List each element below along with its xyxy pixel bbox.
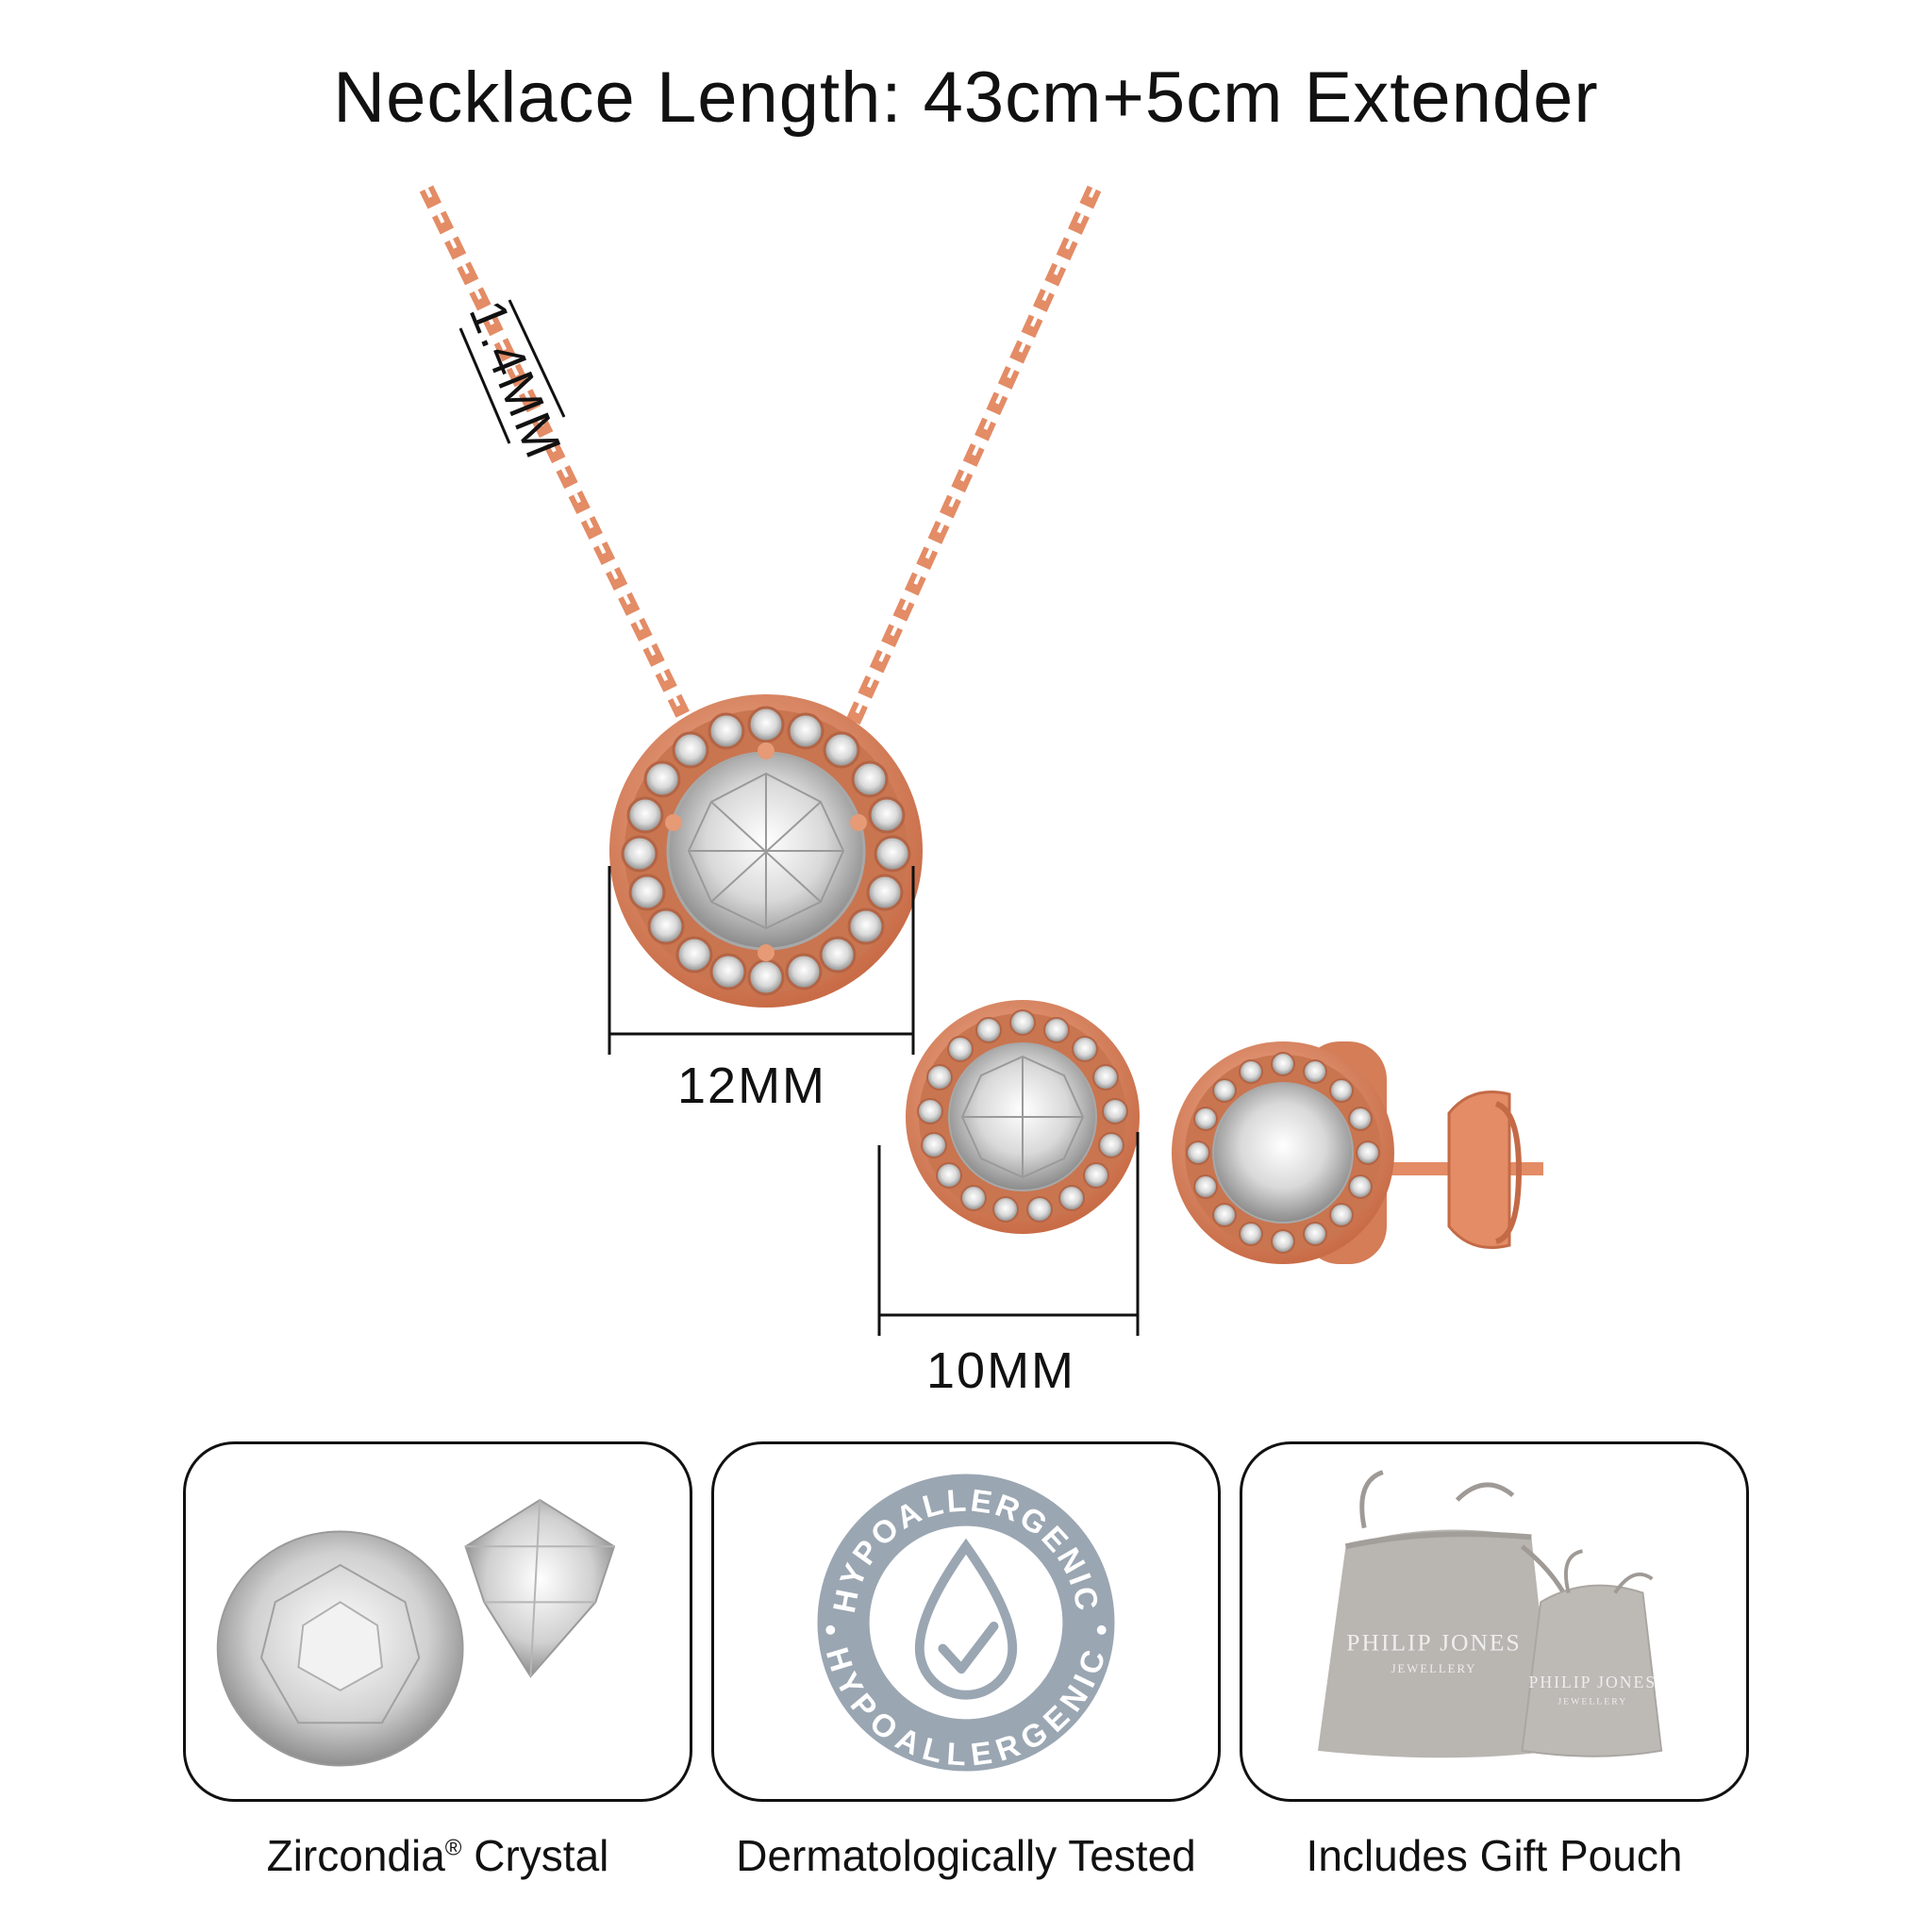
crystal-gems-icon: [216, 1498, 616, 1767]
pouch-brand-large-sub: JEWELLERY: [1391, 1662, 1477, 1675]
pouch-brand-small-sub: JEWELLERY: [1557, 1697, 1627, 1707]
pouch-brand-large: PHILIP JONES: [1346, 1629, 1521, 1657]
pendant-halo-stones: [621, 706, 911, 996]
pendant-diameter-label: 12MM: [677, 1058, 827, 1114]
feature-caption-gift-pouch: Includes Gift Pouch: [1306, 1831, 1683, 1880]
pendant-facets: [687, 772, 845, 930]
jewellery-illustration: [419, 185, 1543, 1336]
feature-card-gift-pouch: PHILIP JONES JEWELLERY PHILIP JONES JEWE…: [1240, 1441, 1749, 1802]
pendant-dimension-bracket: [608, 866, 915, 1055]
chain-thickness-marks: [458, 299, 566, 444]
feature-card-crystal: [183, 1441, 692, 1802]
earring-diameter-label: 10MM: [926, 1342, 1076, 1399]
earring-dimension-bracket: [877, 1132, 1140, 1336]
feature-caption-hypoallergenic: Dermatologically Tested: [736, 1831, 1196, 1880]
feature-card-hypoallergenic: HYPOALLERGENIC HYPOALLERGENIC: [711, 1441, 1221, 1802]
necklace-chain-left: [419, 185, 696, 730]
page-title: Necklace Length: 43cm+5cm Extender: [333, 58, 1599, 138]
necklace-chain-right: [843, 185, 1102, 730]
earring-side: [1172, 1041, 1543, 1264]
hypoallergenic-badge-icon: HYPOALLERGENIC HYPOALLERGENIC: [817, 1474, 1115, 1774]
pouch-brand-small: PHILIP JONES: [1529, 1673, 1657, 1691]
feature-caption-crystal: Zircondia® Crystal: [266, 1831, 609, 1880]
pendant: [609, 694, 923, 1008]
earring-front: [906, 1000, 1140, 1234]
gift-pouch-icon: PHILIP JONES JEWELLERY PHILIP JONES JEWE…: [1317, 1470, 1663, 1758]
